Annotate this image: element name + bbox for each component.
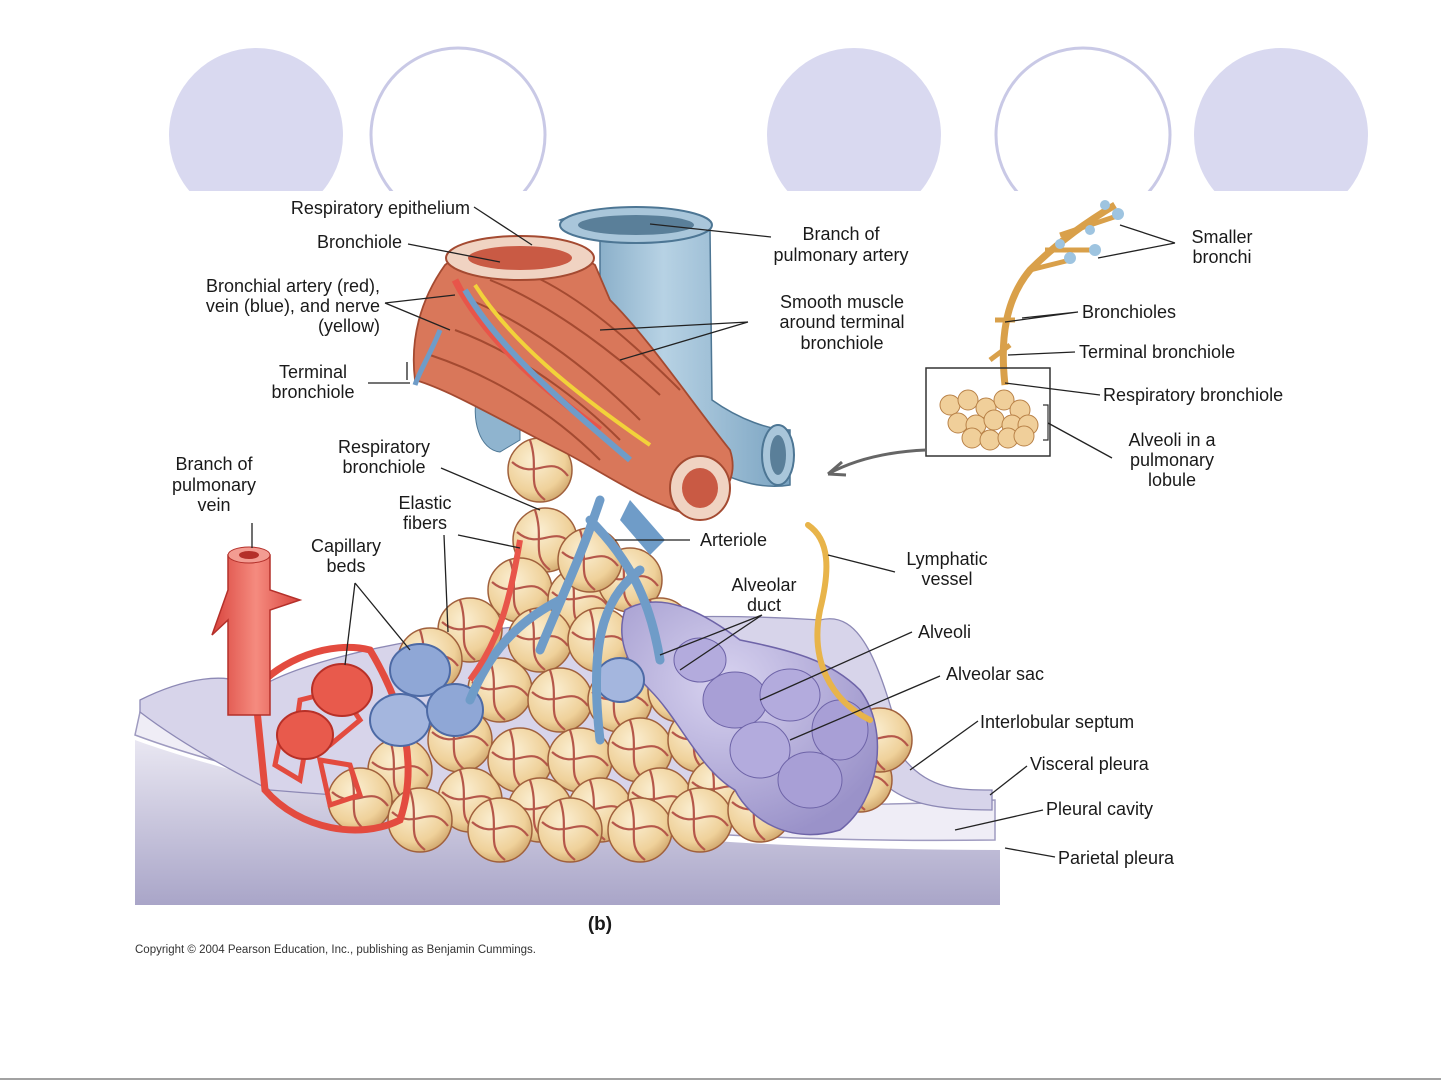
inset-alveolus <box>993 389 1015 411</box>
decorative-circle <box>767 48 941 191</box>
decorative-circle <box>1194 48 1368 191</box>
inset-alveolus <box>1013 425 1035 447</box>
alveolus <box>467 797 533 863</box>
label-branch-pulm-artery-line2: pulmonary artery <box>773 245 908 265</box>
bronchial-tree-inset <box>827 200 1124 477</box>
parietal-pleura-shape <box>135 740 1000 905</box>
elastic-fiber <box>511 439 569 501</box>
inset-arrow <box>827 448 927 477</box>
inset-alveolus <box>983 409 1005 431</box>
label-branch-pulm-artery-line1: Branch of <box>802 224 880 244</box>
inset-label-terminal-bronchiole: Terminal bronchiole <box>1079 342 1235 362</box>
label-branch-pulm-vein-line1: Branch of <box>175 454 253 474</box>
inset-label-smaller-line2: bronchi <box>1192 247 1251 267</box>
inset-label-alveoli-line2: pulmonary <box>1130 450 1214 470</box>
label-smooth-line3: bronchiole <box>800 333 883 353</box>
label-resp-bronchiole-line2: bronchiole <box>342 457 425 477</box>
label-smooth-line2: around terminal <box>779 312 904 332</box>
inset-label-bronchioles: Bronchioles <box>1082 302 1176 322</box>
label-alveolar-sac: Alveolar sac <box>946 664 1044 684</box>
label-alveolar-duct-line2: duct <box>747 595 781 615</box>
inset-label-alveoli-line3: lobule <box>1148 470 1196 490</box>
leader-lines <box>251 206 1176 858</box>
elastic-fiber <box>671 789 729 851</box>
decorative-circle <box>994 46 1172 191</box>
lung-lobule-illustration <box>134 206 1000 905</box>
terminal-bronchiole <box>412 235 734 521</box>
inset-label-smaller-line1: Smaller <box>1191 227 1252 247</box>
elastic-fiber <box>531 669 589 731</box>
label-bronchial-line3: (yellow) <box>318 316 380 336</box>
label-lymphatic-line2: vessel <box>921 569 972 589</box>
elastic-fiber <box>441 599 499 661</box>
alveolar-sac-group <box>621 601 879 836</box>
elastic-fiber <box>611 799 669 861</box>
label-elastic-line2: fibers <box>403 513 447 533</box>
label-interlobular-septum: Interlobular septum <box>980 712 1134 732</box>
label-bronchial-line1: Bronchial artery (red), <box>206 276 380 296</box>
pulmonary-vein-branch <box>211 546 303 716</box>
inset-label-respiratory-bronchiole: Respiratory bronchiole <box>1103 385 1283 405</box>
inset-alveolus <box>939 394 961 416</box>
label-alveoli: Alveoli <box>918 622 971 642</box>
label-parietal-pleura: Parietal pleura <box>1058 848 1175 868</box>
inset-lobule-box <box>925 367 1051 457</box>
label-pleural-cavity: Pleural cavity <box>1046 799 1153 819</box>
inset-alveolus <box>961 427 983 449</box>
label-capillary-line2: beds <box>326 556 365 576</box>
decorative-circle <box>369 46 547 191</box>
inset-label-alveoli-line1: Alveoli in a <box>1128 430 1216 450</box>
label-resp-bronchiole-line1: Respiratory <box>338 437 430 457</box>
respiratory-bronchiole-and-arteriole <box>465 495 665 745</box>
label-branch-pulm-vein-line3: vein <box>197 495 230 515</box>
inset-alveolus <box>957 389 979 411</box>
label-alveolar-duct-line1: Alveolar <box>731 575 796 595</box>
label-terminal-bronchiole-line1: Terminal <box>279 362 347 382</box>
label-branch-pulm-vein-line2: pulmonary <box>172 475 256 495</box>
label-bronchial-line2: vein (blue), and nerve <box>206 296 380 316</box>
label-arteriole: Arteriole <box>700 530 767 550</box>
label-visceral-pleura: Visceral pleura <box>1030 754 1150 774</box>
label-lymphatic-line1: Lymphatic <box>906 549 987 569</box>
label-terminal-bronchiole-line2: bronchiole <box>271 382 354 402</box>
capillary-beds <box>251 643 645 834</box>
decorative-circle <box>169 48 343 191</box>
label-capillary-line1: Capillary <box>311 536 381 556</box>
elastic-fiber <box>541 799 599 861</box>
label-smooth-line1: Smooth muscle <box>780 292 904 312</box>
label-elastic-line1: Elastic <box>398 493 451 513</box>
label-bronchiole: Bronchiole <box>317 232 402 252</box>
inset-alveolus <box>979 429 1001 451</box>
lymphatic-vessel <box>805 522 873 723</box>
diagram-labels: Respiratory epithelium Bronchiole Bronch… <box>135 198 1283 956</box>
panel-label: (b) <box>588 914 612 935</box>
label-respiratory-epithelium: Respiratory epithelium <box>291 198 470 218</box>
elastic-fiber <box>471 799 529 861</box>
copyright-notice: Copyright © 2004 Pearson Education, Inc.… <box>135 944 536 956</box>
alveolus <box>537 797 603 863</box>
decorative-circles <box>169 46 1368 191</box>
inset-alveolus <box>947 412 969 434</box>
